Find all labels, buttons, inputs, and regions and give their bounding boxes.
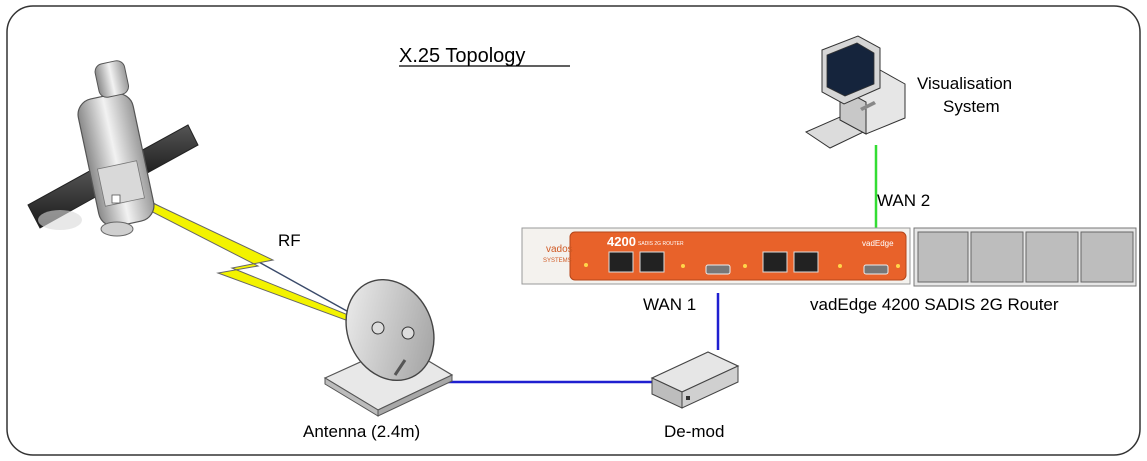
satellite-icon	[27, 60, 199, 237]
router-brand: vados	[546, 244, 573, 255]
diagram-title: X.25 Topology	[399, 45, 525, 67]
visualisation-label-line1: Visualisation	[917, 74, 1012, 93]
router-label: vadEdge 4200 SADIS 2G Router	[810, 295, 1059, 314]
router-wan1-port	[705, 264, 731, 275]
antenna-icon	[323, 278, 454, 417]
router-expansion-chassis	[913, 227, 1137, 287]
wan1-label: WAN 1	[643, 295, 696, 314]
antenna-label: Antenna (2.4m)	[303, 422, 420, 441]
wan2-label: WAN 2	[877, 191, 930, 210]
demod-icon	[650, 351, 740, 409]
router-logo: vadEdge	[862, 239, 894, 248]
router-port-2	[639, 251, 665, 273]
router-brand-sub: SYSTEMS	[543, 258, 572, 264]
rf-label: RF	[278, 231, 301, 250]
router-port-3	[762, 251, 788, 273]
demod-label: De-mod	[664, 422, 724, 441]
router-port-4	[793, 251, 819, 273]
router-device: vados SYSTEMS 4200 SADIS 2G ROUTER vadEd…	[521, 227, 911, 285]
router-port-1	[608, 251, 634, 273]
router-product: SADIS 2G ROUTER	[638, 241, 684, 247]
rf-signal-icon	[134, 196, 370, 327]
router-wan2-port	[863, 264, 889, 275]
visualisation-label-line2: System	[943, 97, 1000, 116]
router-model: 4200	[607, 234, 636, 249]
diagram-border	[6, 5, 1141, 456]
computer-icon	[804, 35, 906, 149]
